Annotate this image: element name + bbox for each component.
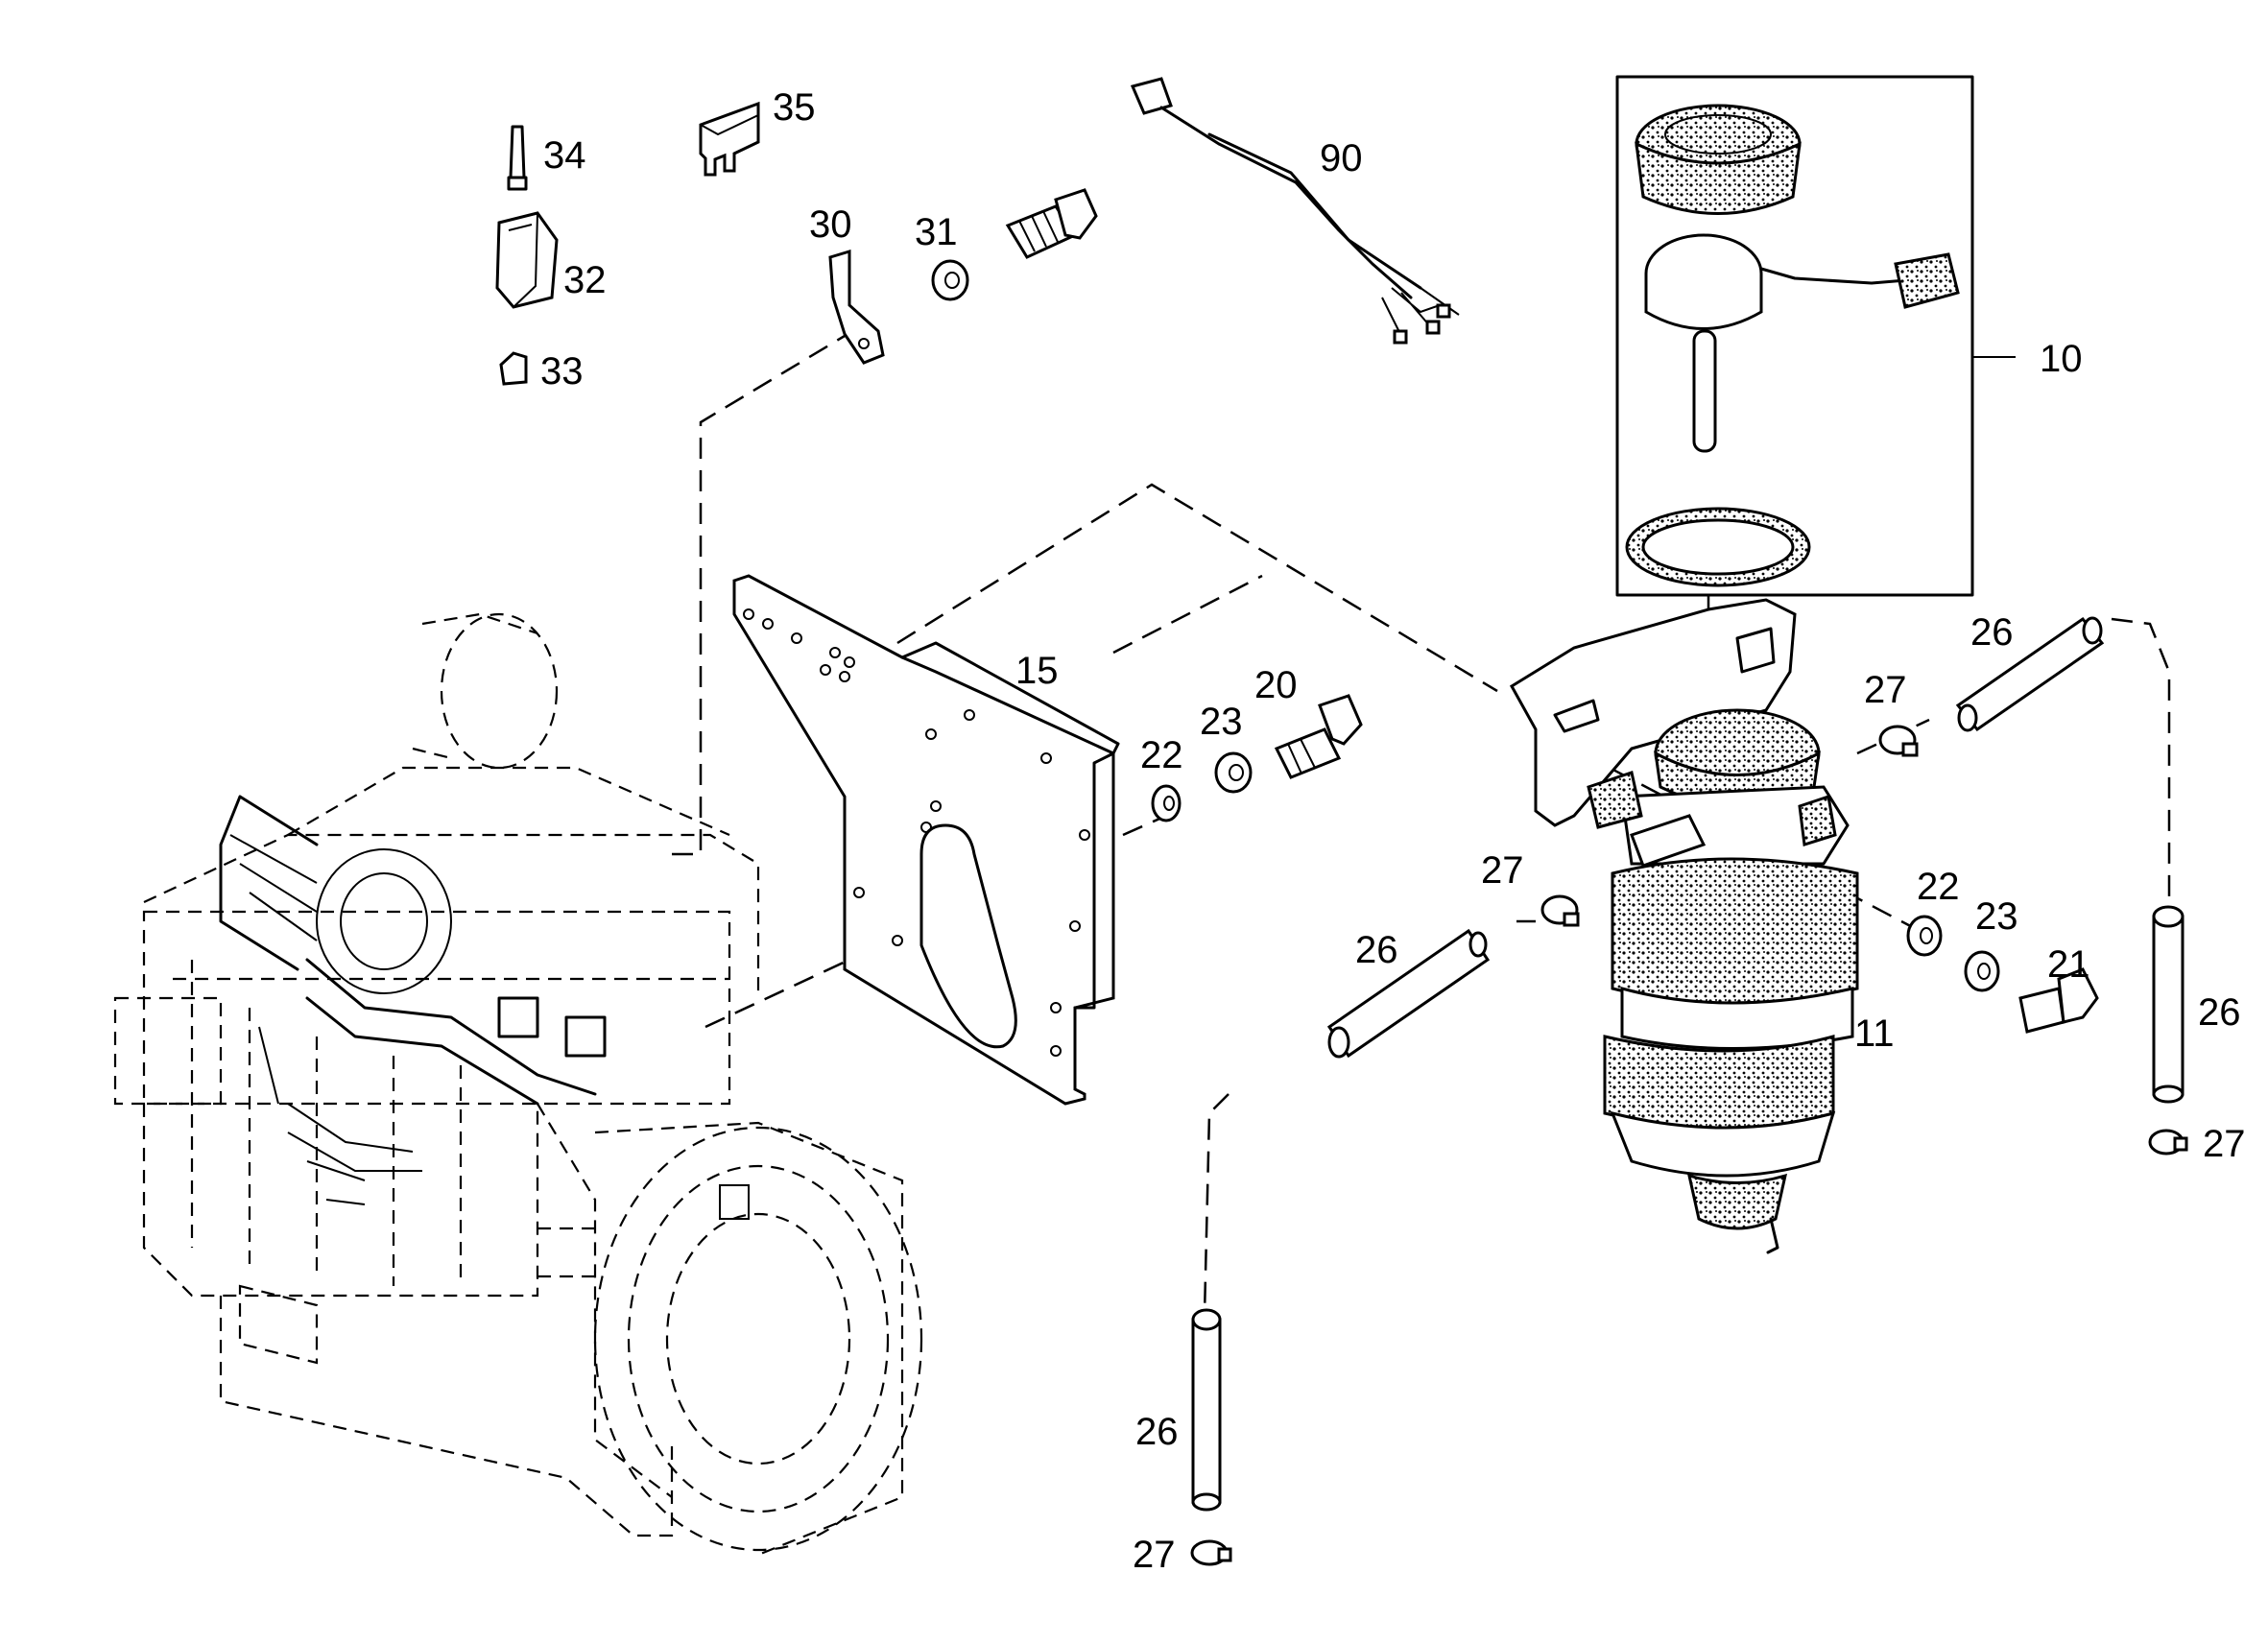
part-35-fuse — [699, 101, 760, 177]
part-31-washer — [931, 259, 969, 301]
part-10-kit-box — [1615, 75, 2016, 597]
bolt-upper — [1005, 188, 1098, 259]
callout-32: 32 — [563, 259, 607, 301]
part-26-hose-center — [1326, 928, 1491, 1059]
callout-26-right: 26 — [2198, 991, 2241, 1034]
callout-90: 90 — [1320, 137, 1363, 179]
callout-15: 15 — [1015, 650, 1059, 692]
part-22-washer-left — [1151, 784, 1182, 822]
part-26-hose-right-vertical — [2152, 905, 2184, 1104]
callout-35: 35 — [773, 86, 816, 129]
part-20-bolt — [1274, 694, 1363, 779]
part-22-washer-right — [1906, 915, 1943, 957]
part-32-connector-housing — [495, 211, 559, 309]
part-27-clamp-bottom-left — [1190, 1539, 1232, 1566]
callout-10: 10 — [2040, 338, 2083, 380]
part-30-bracket — [828, 249, 885, 365]
callout-30: 30 — [809, 203, 852, 246]
callout-22-left: 22 — [1140, 734, 1183, 776]
callout-23-left: 23 — [1200, 701, 1243, 743]
part-27-clamp-bottom-right — [2148, 1129, 2188, 1156]
part-33-wedge-lock — [499, 351, 528, 386]
callout-labels: 34 35 32 33 30 31 90 10 15 20 23 22 26 2… — [540, 86, 2246, 1576]
turbocharger — [219, 612, 559, 994]
callout-31: 31 — [915, 211, 958, 253]
callout-27-mid: 27 — [1481, 849, 1524, 892]
part-27-clamp-left — [1540, 894, 1580, 927]
part-27-clamp-upper — [1878, 725, 1919, 757]
part-90-wiring-harness — [1130, 77, 1460, 345]
callout-33: 33 — [540, 350, 584, 393]
callout-26-bottom: 26 — [1135, 1411, 1179, 1453]
part-26-hose-lower-left — [1191, 1308, 1222, 1512]
callout-26-top: 26 — [1970, 611, 2014, 654]
callout-26-mid: 26 — [1355, 929, 1398, 971]
callout-27-bottom: 27 — [1133, 1534, 1176, 1576]
part-34-pin — [507, 125, 528, 191]
part-15-mounting-plate — [732, 574, 1120, 1106]
callout-22-right: 22 — [1917, 866, 1960, 908]
part-21-bolt — [2018, 967, 2099, 1034]
part-26-hose-upper-right — [1955, 616, 2105, 732]
engine-ghost — [113, 612, 923, 1557]
part-11-fuel-filter — [1509, 598, 1859, 1254]
part-23-washer-right — [1964, 950, 2000, 992]
callout-27-top: 27 — [1864, 669, 1907, 711]
callout-27-right: 27 — [2203, 1123, 2246, 1165]
callout-23-right: 23 — [1975, 895, 2018, 938]
callout-34: 34 — [543, 134, 586, 177]
callout-11: 11 — [1854, 1013, 1895, 1055]
callout-21: 21 — [2047, 943, 2090, 986]
part-23-washer-left — [1214, 751, 1253, 794]
callout-20: 20 — [1254, 664, 1298, 706]
